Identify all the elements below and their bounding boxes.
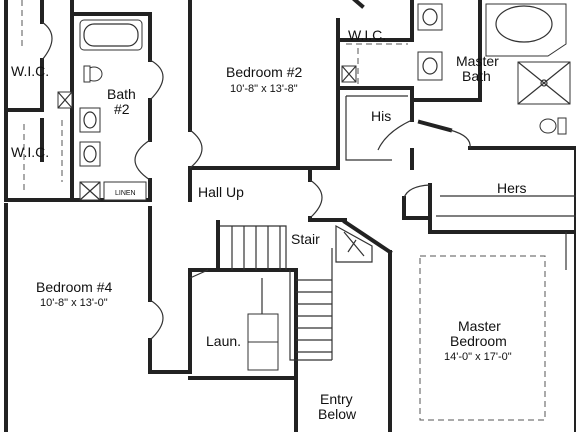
entry-label-2: Below: [318, 406, 357, 422]
sink-icon: [422, 57, 438, 75]
stair-label: Stair: [291, 231, 320, 247]
linen-closet: [103, 181, 147, 201]
laundry-label: Laun.: [206, 333, 241, 349]
bedroom2-label: Bedroom #2: [226, 64, 302, 80]
wic-label: W.I.C.: [11, 63, 49, 79]
bath2-number: #2: [114, 101, 130, 117]
fixtures: [57, 3, 571, 371]
bathtub-icon: [485, 3, 567, 57]
toilet-icon: [539, 118, 557, 134]
master-bath-label-2: Bath: [462, 68, 491, 84]
bathtub-icon: [79, 19, 143, 51]
stair-treads: [220, 224, 373, 361]
entry-label: Entry: [320, 391, 353, 407]
master-bedroom-label-2: Bedroom: [450, 333, 507, 349]
washer-icon: [247, 313, 279, 343]
sink-icon: [79, 107, 101, 133]
master-bath-label: Master: [456, 53, 499, 69]
bedroom4-dims: 10'-8" x 13'-0": [40, 297, 108, 309]
bedroom2-dims: 10'-8" x 13'-8": [230, 83, 298, 95]
wic-label: W.I.C.: [11, 144, 49, 160]
hall-label: Hall Up: [198, 184, 244, 200]
door-swings: [41, 21, 471, 341]
wic-label: W.I.C.: [348, 27, 386, 43]
sink-icon: [79, 141, 101, 167]
his-closet-label: His: [371, 108, 391, 124]
interior-lines: [21, 0, 576, 421]
bath2-label: Bath: [107, 86, 136, 102]
linen-label: LINEN: [115, 190, 136, 197]
hers-closet-label: Hers: [497, 180, 527, 196]
dryer-icon: [247, 341, 279, 371]
master-bedroom-dims: 14'-0" x 17'-0": [444, 351, 512, 363]
room-labels: W.I.C. W.I.C. Bath #2 LINEN Bedroom #2 1…: [11, 27, 527, 422]
walls: [4, 0, 576, 432]
bedroom4-label: Bedroom #4: [36, 279, 112, 295]
sink-icon: [422, 8, 438, 26]
master-bedroom-label: Master: [458, 318, 501, 334]
